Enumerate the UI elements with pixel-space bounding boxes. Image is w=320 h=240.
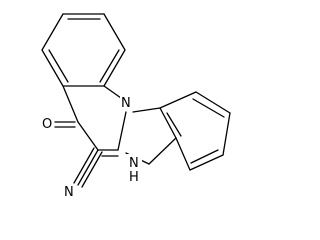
- bond: [192, 98, 225, 118]
- bond: [175, 137, 191, 171]
- bond: [77, 149, 99, 186]
- bond: [103, 13, 126, 51]
- molecule-drawing: N O N H N: [41, 13, 231, 200]
- bond: [77, 121, 99, 151]
- bond: [117, 111, 127, 151]
- bond: [190, 149, 219, 164]
- bond: [189, 154, 224, 171]
- bond: [148, 137, 177, 165]
- bond: [62, 85, 79, 123]
- bond: [166, 112, 182, 137]
- ring-nitrogen-label: N: [121, 96, 131, 111]
- bond: [48, 49, 69, 83]
- amine-nitrogen-label: N: [129, 156, 139, 171]
- nitrile-nitrogen-label: N: [64, 185, 74, 200]
- bond: [222, 112, 231, 156]
- bond: [41, 13, 64, 51]
- bond: [103, 85, 122, 99]
- structure-diagram: N O N H N: [41, 13, 231, 200]
- bonds: [41, 13, 231, 188]
- bond: [41, 49, 64, 87]
- bond: [159, 107, 177, 139]
- bond: [99, 49, 120, 83]
- atom-labels: N O N H N: [42, 95, 142, 200]
- bond: [195, 91, 231, 114]
- bond: [132, 107, 161, 113]
- bond: [103, 49, 126, 87]
- bond: [73, 147, 95, 184]
- oxygen-label: O: [42, 117, 52, 132]
- bond: [159, 91, 197, 109]
- amine-hydrogen-label: H: [129, 170, 139, 185]
- bond: [81, 151, 103, 188]
